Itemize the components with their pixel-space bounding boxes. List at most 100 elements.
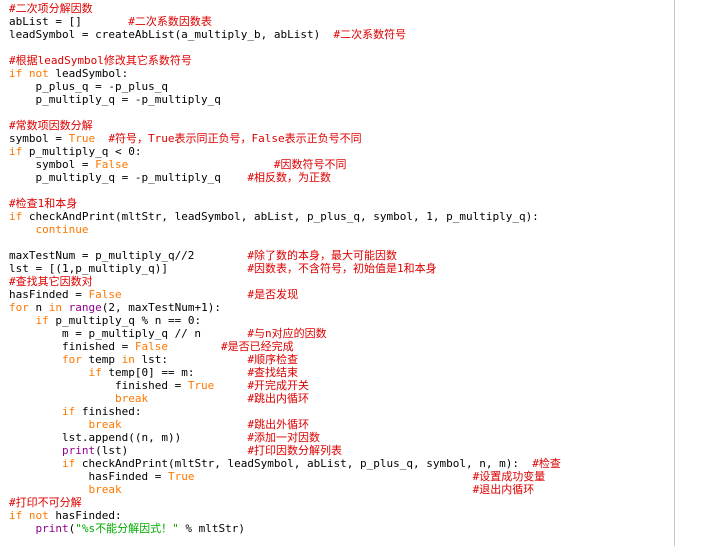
code-line [9,41,561,54]
code-token-keyword: if [35,314,49,327]
code-line: leadSymbol = createAbList(a_multiply_b, … [9,28,561,41]
code-token-plain: temp[0] == m: [101,366,248,379]
code-token-keyword: in [121,353,135,366]
code-token-comment: #退出内循环 [472,483,535,496]
code-token-comment: #打印不可分解 [9,496,82,509]
code-token-plain: symbol = [9,132,69,145]
code-token-keyword: True [187,379,215,392]
code-line: p_multiply_q = -p_multiply_q #相反数，为正数 [9,171,561,184]
code-token-plain [62,301,69,314]
code-token-builtin: print [61,444,96,457]
code-line: if p_multiply_q % n == 0: [9,314,561,327]
code-token-plain [148,392,247,405]
code-token-plain [9,366,88,379]
code-token-plain: % mltStr) [178,522,245,535]
code-line: if not hasFinded: [9,509,561,522]
code-token-comment: #跳出外循环 [247,418,310,431]
code-line: hasFinded = False #是否发现 [9,288,561,301]
code-token-plain: hasFinded: [48,509,122,522]
code-line: finished = False #是否已经完成 [9,340,561,353]
code-token-comment: #是否已经完成 [220,340,294,353]
code-line [9,106,561,119]
code-token-comment: #因数符号不同 [273,158,347,171]
code-line: abList = [] #二次系数因数表 [9,15,561,28]
code-line: #常数项因数分解 [9,119,561,132]
code-token-comment: #根据leadSymbol修改其它系数符号 [9,54,192,67]
code-token-plain [9,418,88,431]
code-token-comment: #查找其它因数对 [9,275,93,288]
code-token-comment: #常数项因数分解 [9,119,93,132]
code-token-plain: leadSymbol: [48,67,129,80]
code-token-keyword: if not [9,67,49,80]
code-line: break #退出内循环 [9,483,561,496]
code-token-plain [9,457,62,470]
code-token-plain: finished = [9,379,188,392]
code-line: lst = [(1,p_multiply_q)] #因数表，不含符号，初始值是1… [9,262,561,275]
code-line: #二次项分解因数 [9,2,561,15]
code-token-plain: p_multiply_q = -p_multiply_q [9,93,221,106]
code-token-plain: p_plus_q = -p_plus_q [9,80,168,93]
code-token-plain: temp [81,353,122,366]
code-token-plain: hasFinded = [9,470,168,483]
code-token-builtin: range [68,301,102,314]
code-line: #检查1和本身 [9,197,561,210]
code-token-plain [128,158,274,171]
code-token-keyword: False [88,288,122,301]
code-line: print(lst) #打印因数分解列表 [9,444,561,457]
code-token-comment: #开完成开关 [247,379,310,392]
code-token-plain [9,483,88,496]
code-line: print("%s不能分解因式！" % mltStr) [9,522,561,535]
code-token-keyword: True [68,132,96,145]
code-token-builtin: print [35,522,69,535]
code-token-plain [9,314,36,327]
code-token-comment: #除了数的本身，最大可能因数 [247,249,398,262]
code-token-plain [122,418,248,431]
code-token-plain: lst: [134,353,248,366]
code-token-plain: maxTestNum = p_multiply_q//2 [9,249,248,262]
code-token-comment: #跳出内循环 [247,392,310,405]
code-line [9,236,561,249]
code-token-keyword: if [61,405,76,418]
code-token-comment: #设置成功变量 [472,470,546,483]
code-token-plain: lst = [(1,p_multiply_q)] [9,262,248,275]
code-line: if not leadSymbol: [9,67,561,80]
code-token-comment: #相反数，为正数 [247,171,332,184]
code-line: for temp in lst: #顺序检查 [9,353,561,366]
code-token-comment: #二次系数符号 [333,28,407,41]
code-token-plain [9,522,36,535]
code-token-comment: #二次系数因数表 [128,15,212,28]
code-line: hasFinded = True #设置成功变量 [9,470,561,483]
code-line: symbol = True #符号，True表示同正负号，False表示正负号不… [9,132,561,145]
code-token-plain [194,470,472,483]
code-line: if p_multiply_q < 0: [9,145,561,158]
code-token-plain: p_multiply_q % n == 0: [48,314,202,327]
code-token-keyword: if [9,210,23,223]
code-token-keyword: if [88,366,102,379]
code-token-keyword: False [95,158,129,171]
code-token-comment: #检查1和本身 [9,197,78,210]
code-line: if temp[0] == m: #查找结束 [9,366,561,379]
code-token-keyword: if [61,457,76,470]
code-token-plain: (lst) [95,444,248,457]
code-line: #查找其它因数对 [9,275,561,288]
code-line: if finished: [9,405,561,418]
code-token-plain [9,444,62,457]
code-token-plain [9,223,36,236]
code-token-plain: n [28,301,49,314]
code-token-keyword: if [9,145,23,158]
code-token-comment: #打印因数分解列表 [247,444,343,457]
code-token-comment: #检查 [532,457,561,470]
right-margin-guide [674,0,675,546]
code-token-keyword: for [9,301,29,314]
code-token-keyword: False [134,340,168,353]
code-line: if checkAndPrint(mltStr, leadSymbol, abL… [9,457,561,470]
code-line: break #跳出内循环 [9,392,561,405]
code-token-plain [214,379,247,392]
code-line: for n in range(2, maxTestNum+1): [9,301,561,314]
code-line: #打印不可分解 [9,496,561,509]
code-token-comment: #与n对应的因数 [247,327,327,340]
code-token-keyword: if not [9,509,49,522]
code-line: maxTestNum = p_multiply_q//2 #除了数的本身，最大可… [9,249,561,262]
